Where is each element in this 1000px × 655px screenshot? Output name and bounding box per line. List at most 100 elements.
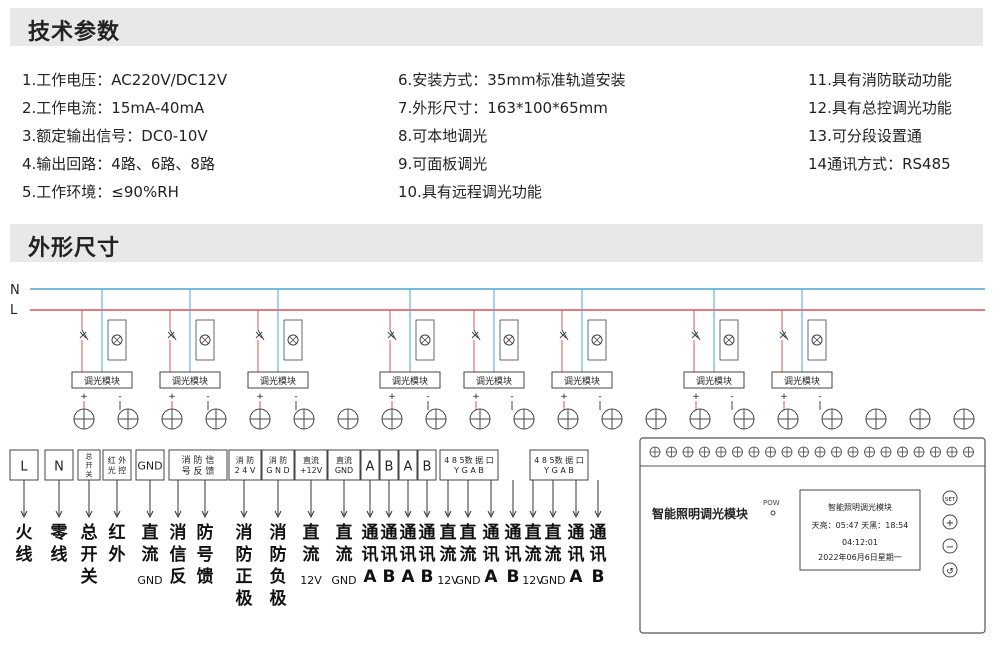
module-label: 调光模块 <box>392 375 428 387</box>
terminal-box: A <box>398 449 418 481</box>
device-screen <box>799 489 921 571</box>
terminal-label: 红外 <box>109 480 126 565</box>
terminal-box: B <box>417 449 437 481</box>
specs-section-bar <box>10 8 983 46</box>
svg-text:讯: 讯 <box>362 545 379 565</box>
svg-text:Y G A B: Y G A B <box>453 466 484 475</box>
spec-item: 6.安装方式：35mm标准轨道安装 <box>398 71 626 89</box>
minus-button[interactable]: − <box>942 538 958 554</box>
svg-text:负: 负 <box>270 566 287 587</box>
pow-indicator <box>770 510 776 516</box>
screw-terminal <box>689 408 711 430</box>
minus-label: - <box>118 392 121 402</box>
svg-text:讯: 讯 <box>505 545 522 565</box>
spec-item: 8.可本地调光 <box>398 127 488 145</box>
spec-item: 7.外形尺寸：163*100*65mm <box>398 99 608 117</box>
minus-label: - <box>730 392 733 402</box>
plus-label: + <box>780 392 788 402</box>
screw-terminal <box>73 408 95 430</box>
terminal-label: 通讯B <box>381 480 398 587</box>
screen-date: 2022年06月6日星期一 <box>818 552 902 562</box>
spec-item: 13.可分段设置通 <box>808 127 922 145</box>
terminal-label: 通讯A <box>362 480 379 587</box>
back-button[interactable]: ↺ <box>942 562 958 578</box>
neutral-line-label: N <box>10 283 20 298</box>
svg-text:消 防 信: 消 防 信 <box>182 454 215 466</box>
screw-terminal <box>117 408 139 430</box>
svg-text:直: 直 <box>525 522 542 543</box>
module-label: 调光模块 <box>84 375 120 387</box>
minus-label: - <box>426 392 429 402</box>
terminal-label: 通讯B <box>590 480 607 587</box>
terminal-label: 零线 <box>50 480 69 565</box>
svg-text:A: A <box>401 567 415 587</box>
svg-text:外: 外 <box>109 544 126 565</box>
svg-text:B: B <box>383 567 396 587</box>
svg-text:G N D: G N D <box>266 466 289 475</box>
spec-item: 10.具有远程调光功能 <box>398 183 542 201</box>
device-screw <box>649 446 661 458</box>
svg-text:开: 开 <box>81 545 98 565</box>
svg-text:A: A <box>363 567 377 587</box>
device-screw <box>946 446 958 458</box>
module-label: 调光模块 <box>696 375 732 387</box>
svg-text:直流: 直流 <box>303 455 319 465</box>
dims-title: 外形尺寸 <box>28 236 121 261</box>
svg-text:讯: 讯 <box>483 545 500 565</box>
screw-terminal <box>645 408 667 430</box>
device-name: 智能照明调光模块 <box>651 506 749 521</box>
module-label: 调光模块 <box>476 375 512 387</box>
svg-text:消: 消 <box>170 522 187 543</box>
pow-label: POW <box>763 499 780 507</box>
svg-text:红 外: 红 外 <box>108 455 127 465</box>
svg-text:L: L <box>20 460 28 475</box>
minus-label: - <box>206 392 209 402</box>
device-screw <box>930 446 941 458</box>
plus-button[interactable]: + <box>942 514 958 530</box>
svg-text:通: 通 <box>362 523 379 543</box>
svg-text:馈: 馈 <box>197 566 214 587</box>
svg-text:通: 通 <box>381 523 398 543</box>
svg-text:火: 火 <box>16 523 34 543</box>
svg-text:讯: 讯 <box>590 545 607 565</box>
dimmer-module: 调光模块+- <box>463 289 525 410</box>
device-screw <box>880 446 892 458</box>
dimmer-module: 调光模块+- <box>159 289 221 410</box>
svg-text:直: 直 <box>303 522 320 543</box>
svg-text:总: 总 <box>81 522 98 543</box>
device-screw <box>666 446 677 458</box>
terminal-label: 消信反 <box>170 480 187 587</box>
module-label: 调光模块 <box>784 375 820 387</box>
screw-terminal <box>601 408 623 430</box>
screw-terminal <box>777 408 799 430</box>
svg-text:总: 总 <box>86 452 93 461</box>
svg-text:A: A <box>366 460 375 475</box>
svg-text:防: 防 <box>197 522 214 543</box>
svg-text:直: 直 <box>142 522 159 543</box>
set-button[interactable]: SET <box>942 490 958 506</box>
svg-text:B: B <box>592 567 605 587</box>
spec-item: 3.额定输出信号：DC0-10V <box>22 127 208 145</box>
screw-terminal <box>161 408 183 430</box>
spec-item: 2.工作电流：15mA-40mA <box>22 99 205 117</box>
svg-text:GND: GND <box>455 574 480 587</box>
svg-text:2 4 V: 2 4 V <box>235 466 256 475</box>
svg-text:信: 信 <box>170 544 187 565</box>
screw-terminal <box>865 408 887 430</box>
terminal-label: 通讯A <box>568 480 585 587</box>
terminal-label: 通讯A <box>483 480 500 587</box>
svg-text:GND: GND <box>137 574 162 587</box>
device-screw <box>715 446 727 458</box>
svg-text:−: − <box>946 542 954 553</box>
plus-label: + <box>692 392 700 402</box>
svg-text:通: 通 <box>505 523 522 543</box>
dimmer-module: 调光模块+- <box>551 289 613 410</box>
screw-terminal <box>469 408 491 430</box>
terminal-label: 通讯A <box>400 480 417 587</box>
device-screw <box>847 446 859 458</box>
